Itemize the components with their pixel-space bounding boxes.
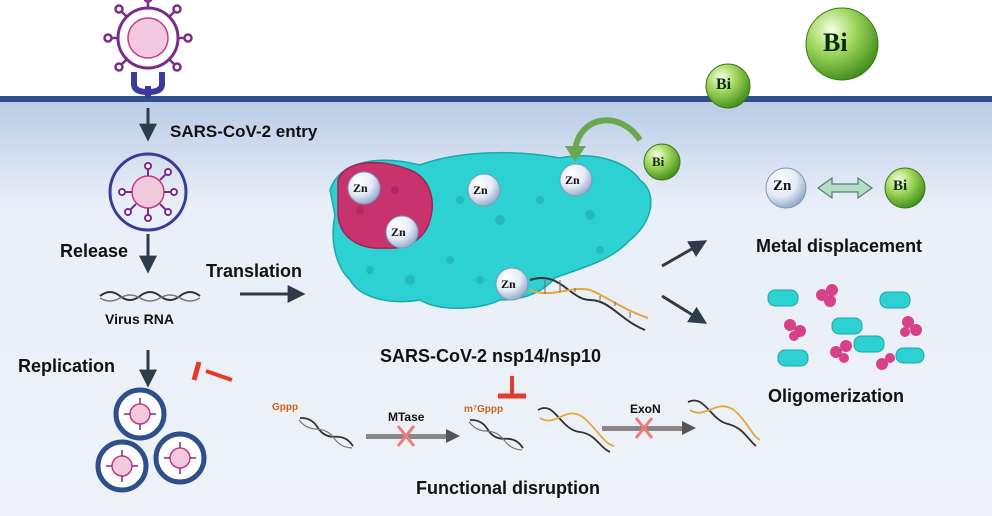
zn-ion-4-label: Zn [565,173,580,187]
zn-ion-2-label: Zn [391,225,406,239]
oligomerization-label: Oligomerization [768,386,905,406]
translation-label: Translation [206,261,303,281]
bi-ion-large [805,7,879,81]
virus-particle-outside [103,0,193,72]
zn-ion-4 [559,163,593,197]
zn-ion-displacement [765,167,807,209]
bi-entry-curved-arrow [572,117,643,151]
exchange-double-arrow [816,176,874,200]
zn-ion-5-label: Zn [501,277,516,291]
zn-ion-3 [467,173,501,207]
functional-disruption-label: Functional disruption [416,478,600,498]
virus-rna-label: Virus RNA [105,311,174,327]
bi-ion-membrane-label: Bi [716,76,732,93]
bi-ion-displacement [884,167,926,209]
bi-ion-displacement-label: Bi [893,178,908,194]
mtase-blocked-cross [396,425,416,447]
m7gppp-label: m⁷Gppp [464,404,504,415]
arrow-to-displacement [661,240,708,268]
virus-rna-strand [99,291,201,301]
replicated-virions [95,387,207,493]
exon-substrate-dsrna [537,407,615,453]
complex-label: SARS-CoV-2 nsp14/nsp10 [380,346,602,366]
gppp-label: Gppp [272,402,299,413]
zn-ion-2 [385,215,419,249]
replication-inhibition-mark [191,361,233,382]
replication-label: Replication [18,356,116,376]
exon-product-dsrna [687,399,761,447]
mtase-product-rna [468,419,524,451]
exon-blocked-cross [634,417,654,439]
bi-ion-entering-label: Bi [652,154,665,169]
zn-ion-5 [495,267,529,301]
oligomer-cluster [767,284,925,370]
zn-ion-displacement-label: Zn [773,178,792,194]
mtase-label: MTase [388,410,425,424]
complex-inhibition-mark [498,376,526,399]
zn-ion-1 [347,171,381,205]
arrow-to-oligomerization [661,294,708,324]
zn-ion-3-label: Zn [473,183,488,197]
entry-label: SARS-CoV-2 entry [170,122,318,141]
bi-ion-large-label: Bi [823,28,848,57]
exon-label: ExoN [630,402,661,416]
release-label: Release [60,241,129,261]
zn-ion-1-label: Zn [353,181,368,195]
bi-ion-entering [643,143,681,181]
bound-rna-helix [529,277,649,331]
cell-membrane [0,96,992,102]
mtase-substrate-rna [298,417,354,449]
metal-displacement-label: Metal displacement [756,236,923,256]
endosome-virus [108,152,188,232]
bi-ion-membrane [705,63,751,109]
